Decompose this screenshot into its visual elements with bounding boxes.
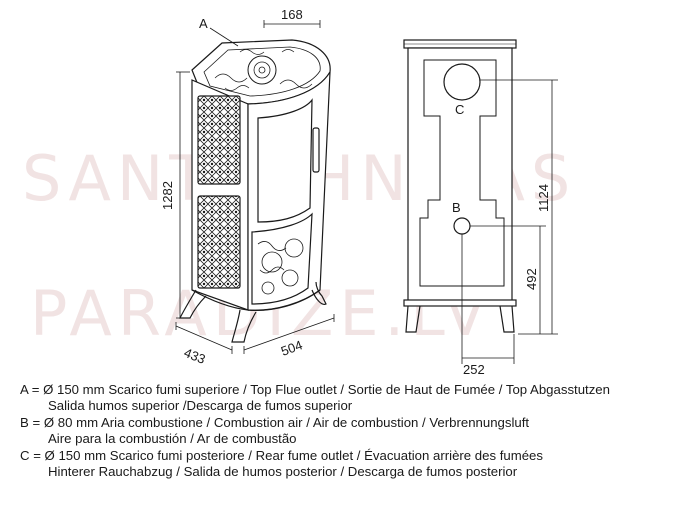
side-lattice-upper [197, 95, 241, 185]
legend-b-line-2: Aire para la combustión / Ar de combustã… [48, 431, 297, 447]
rear-inlet-b [453, 217, 471, 235]
stove-base-rim [191, 289, 321, 311]
stove-front-view [179, 39, 331, 343]
leader-a [209, 27, 239, 47]
label-a: A [199, 16, 208, 31]
ash-panel [251, 212, 313, 305]
label-c: C [455, 102, 464, 117]
legend-a-line-2: Salida humos superior /Descarga de fumos… [48, 398, 353, 414]
rear-dimensions [461, 79, 558, 364]
dim-label-168: 168 [281, 7, 303, 22]
dim-line-504 [243, 317, 335, 351]
stove-rear-view [403, 39, 517, 333]
stove-door [257, 98, 313, 223]
legend-b-line-1: B = Ø 80 mm Aria combustione / Combustio… [20, 414, 530, 430]
dim-label-1282: 1282 [160, 181, 175, 210]
front-dimensions [175, 20, 335, 354]
ash-panel-ornament [257, 238, 304, 295]
stove-leg-front [231, 309, 257, 343]
side-lattice-lower [197, 195, 241, 289]
stove-top-ornament [203, 46, 321, 97]
legend-a-line-1: A = Ø 150 mm Scarico fumi superiore / To… [20, 382, 610, 397]
dim-label-504: 504 [279, 337, 305, 359]
dim-label-1124: 1124 [536, 184, 551, 212]
rear-leg-right [499, 305, 515, 333]
rear-outlet-c [443, 63, 481, 101]
legend: A = Ø 150 mm Scarico fumi superiore / To… [20, 382, 680, 480]
dim-label-252: 252 [463, 362, 485, 377]
rear-leg-left [405, 305, 421, 333]
rear-base [403, 299, 517, 307]
stove-technical-drawing: SANTECHNIKAS PARADIZE.LV [22, 7, 570, 377]
legend-c-line-1: C = Ø 150 mm Scarico fumi posteriore / R… [20, 447, 543, 463]
legend-item-b: B = Ø 80 mm Aria combustione / Combustio… [20, 415, 680, 448]
label-b: B [452, 200, 461, 215]
rear-channel-outline [419, 59, 505, 287]
dim-label-492: 492 [524, 268, 539, 290]
stove-leg-left [179, 289, 207, 319]
top-lid-swirls [214, 49, 313, 91]
stove-leg-right [311, 281, 327, 305]
legend-item-a: A = Ø 150 mm Scarico fumi superiore / To… [20, 382, 680, 415]
stove-front-body [247, 71, 331, 311]
dim-line-433 [175, 325, 233, 351]
door-handle [312, 127, 320, 173]
top-flue-rosette [247, 55, 277, 85]
legend-c-line-2: Hinterer Rauchabzug / Salida de humos po… [48, 464, 518, 480]
legend-item-c: C = Ø 150 mm Scarico fumi posteriore / R… [20, 448, 680, 481]
